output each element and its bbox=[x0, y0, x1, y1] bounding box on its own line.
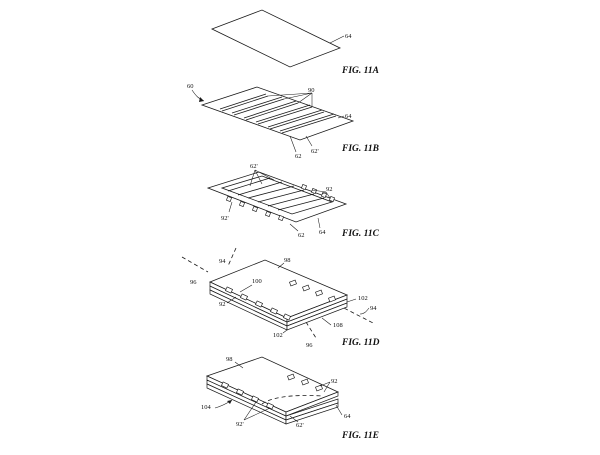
ref-64: 64 bbox=[345, 33, 352, 40]
traces bbox=[227, 177, 325, 211]
ref-96-bottom: 96 bbox=[306, 342, 313, 349]
figure-11e: 98 92 104 92' 62' 64 FIG. 11E bbox=[201, 356, 379, 441]
ref-62-prime: 62' bbox=[311, 148, 319, 155]
caption-fig-11a: FIG. 11A bbox=[341, 66, 379, 76]
layer-side-4 bbox=[285, 402, 339, 425]
ref-98: 98 bbox=[226, 356, 233, 363]
ref-96: 96 bbox=[190, 279, 197, 286]
strip-62-prime bbox=[220, 175, 334, 215]
caption-fig-11d: FIG. 11D bbox=[341, 338, 380, 348]
ref-92-prime: 92' bbox=[221, 215, 229, 222]
ref-92: 92 bbox=[326, 186, 333, 193]
figure-11d: 98 94 96 100 92 102 94 108 102 96 FIG. 1… bbox=[181, 247, 380, 349]
ref-102-right: 102 bbox=[358, 295, 368, 302]
pads-92 bbox=[221, 373, 323, 410]
ref-98: 98 bbox=[284, 257, 291, 264]
ref-62-prime: 62' bbox=[250, 163, 258, 170]
ref-62-prime: 62' bbox=[296, 422, 304, 429]
ref-62: 62 bbox=[295, 153, 302, 160]
ref-64: 64 bbox=[345, 113, 352, 120]
layer-edge-2 bbox=[285, 391, 339, 417]
arrowhead-60 bbox=[199, 97, 204, 102]
ref-90: 90 bbox=[308, 87, 315, 94]
ref-102: 102 bbox=[273, 332, 283, 339]
ref-60: 60 bbox=[187, 83, 194, 90]
fold-line-96 bbox=[181, 256, 209, 273]
ref-64: 64 bbox=[319, 229, 326, 236]
pads-92 bbox=[301, 184, 335, 202]
figure-11a: 64 FIG. 11A bbox=[210, 9, 379, 76]
traces-90 bbox=[219, 93, 337, 134]
fold-dashed bbox=[261, 395, 323, 405]
ref-64: 64 bbox=[344, 413, 351, 420]
ref-92: 92 bbox=[331, 378, 338, 385]
ref-94: 94 bbox=[219, 258, 226, 265]
pads-92 bbox=[225, 279, 336, 321]
fold-line-94 bbox=[227, 247, 237, 267]
ref-62: 62 bbox=[298, 232, 305, 239]
caption-fig-11e: FIG. 11E bbox=[341, 431, 379, 441]
ref-100: 100 bbox=[252, 278, 262, 285]
ref-92-prime: 92' bbox=[236, 421, 244, 428]
pads-92-prime bbox=[226, 196, 284, 221]
leader-64 bbox=[329, 35, 345, 44]
fold-line-96-bottom bbox=[305, 321, 317, 339]
caption-fig-11b: FIG. 11B bbox=[341, 144, 379, 154]
layer-edge-2 bbox=[286, 294, 348, 323]
figure-11c: 62' 92 92' 62 64 FIG. 11C bbox=[206, 163, 380, 239]
caption-fig-11c: FIG. 11C bbox=[341, 229, 380, 239]
sheet-64 bbox=[200, 86, 355, 141]
sheet-64 bbox=[210, 9, 342, 68]
ref-94-right: 94 bbox=[370, 305, 377, 312]
figure-11b: 60 90 64 62 62' FIG. 11B bbox=[187, 83, 379, 160]
ref-104: 104 bbox=[201, 404, 212, 411]
layer-side-4 bbox=[286, 302, 348, 331]
ref-92: 92 bbox=[219, 301, 226, 308]
ref-108: 108 bbox=[333, 322, 343, 329]
